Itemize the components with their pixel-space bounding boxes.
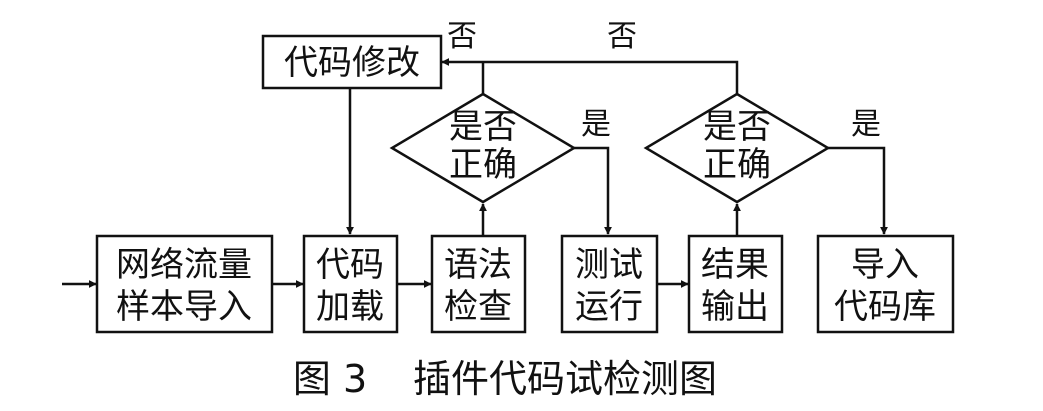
node-decision-1: 是否 正确 (389, 92, 577, 204)
edge-label-no-2: 否 (607, 19, 637, 54)
node-syntax-check: 语法 检查 (430, 234, 527, 334)
node-code-load-line-1: 代码 (316, 245, 384, 285)
edge-decision2-yes-to-import (828, 146, 888, 235)
node-syntax-check-line-2: 检查 (444, 287, 512, 327)
edge-label-yes-1: 是 (581, 107, 611, 142)
node-decision-1-line-2: 正确 (449, 145, 517, 185)
node-sample-import-line-2: 样本导入 (116, 287, 252, 327)
node-result-output-line-2: 输出 (701, 287, 769, 327)
node-result-output: 结果 输出 (687, 234, 784, 334)
node-sample-import: 网络流量 样本导入 (95, 234, 274, 334)
node-code-modify-label: 代码修改 (284, 43, 420, 83)
node-test-run-line-2: 运行 (575, 287, 643, 327)
node-decision-2-line-2: 正确 (703, 145, 771, 185)
node-import-library: 导入 代码库 (816, 234, 955, 334)
node-result-output-line-1: 结果 (701, 245, 769, 285)
node-code-load: 代码 加载 (302, 234, 399, 334)
node-test-run: 测试 运行 (560, 234, 659, 334)
node-syntax-check-line-1: 语法 (444, 245, 512, 285)
node-code-modify: 代码修改 (261, 34, 443, 90)
edge-decision1-yes-to-test (574, 146, 612, 235)
edge-label-yes-2: 是 (851, 107, 881, 142)
node-sample-import-line-1: 网络流量 (116, 245, 252, 285)
caption-figure-number: 图 3 (293, 357, 367, 401)
edge-label-no-1: 否 (447, 19, 477, 54)
node-test-run-line-1: 测试 (575, 245, 643, 285)
caption-title: 插件代码试检测图 (413, 357, 717, 401)
edge-decision2-no-to-modify (441, 58, 739, 94)
node-import-library-line-1: 导入 (851, 245, 919, 285)
node-import-library-line-2: 代码库 (834, 287, 936, 327)
node-decision-2: 是否 正确 (643, 92, 831, 204)
node-decision-1-line-1: 是否 (449, 107, 517, 147)
node-decision-2-line-1: 是否 (703, 107, 771, 147)
node-code-load-line-2: 加载 (316, 287, 384, 327)
